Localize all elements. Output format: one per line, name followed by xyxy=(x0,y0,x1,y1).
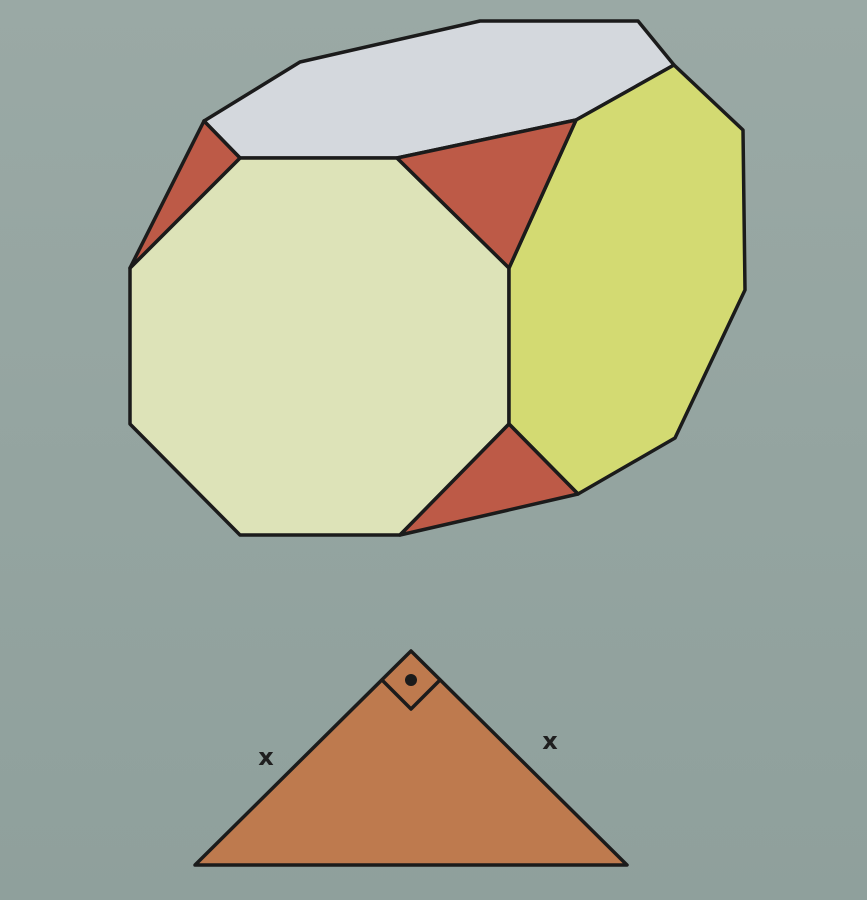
corner-triangle-bottom-right xyxy=(398,422,580,537)
truncated-cube xyxy=(128,19,747,537)
right-leg-label: x xyxy=(542,727,558,755)
right-angle-dot xyxy=(405,674,417,686)
right-octagon-face xyxy=(507,63,747,496)
left-leg-label: x xyxy=(258,743,274,771)
right-angle-marker xyxy=(380,678,442,711)
corner-triangle-top-left xyxy=(128,119,242,270)
right-triangle-shape xyxy=(193,649,629,867)
isosceles-right-triangle: x x xyxy=(193,649,629,867)
corner-triangle-top-right xyxy=(395,118,578,270)
